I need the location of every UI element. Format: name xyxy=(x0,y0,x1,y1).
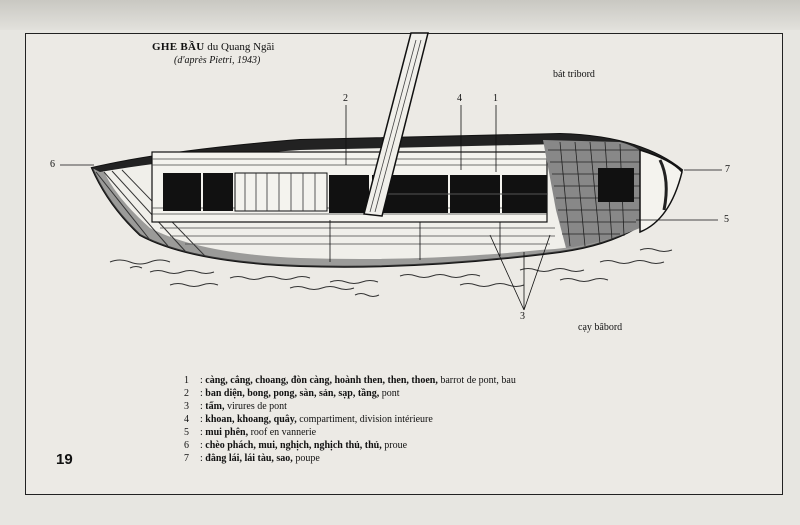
legend-row: 3: tấm, virures de pont xyxy=(184,401,287,412)
legend-row: 2: ban diện, bong, pong, sàn, sản, sạp, … xyxy=(184,388,400,399)
gunwale xyxy=(92,134,682,172)
figure-subtitle: (d'après Pietri, 1943) xyxy=(174,55,261,66)
port-label: cạy bâbord xyxy=(578,322,623,333)
callout-7: 7 xyxy=(725,164,730,175)
compartment-1 xyxy=(163,173,201,211)
figure-title: GHE BẦU du Quang Ngãi xyxy=(152,41,275,53)
stern xyxy=(639,148,683,234)
callout-3: 3 xyxy=(520,311,525,322)
compartment-3 xyxy=(329,175,369,213)
page-number: 19 xyxy=(56,451,73,468)
hull-ribs xyxy=(329,220,501,262)
legend-row: 5: mui phên, roof en vannerie xyxy=(184,427,317,438)
legend-row: 4: khoan, khoang, quây, compartiment, di… xyxy=(184,414,433,425)
callout-6: 6 xyxy=(50,159,55,170)
legend-row: 7: đằng lái, lái tàu, sao, poupe xyxy=(184,453,320,464)
starboard-label: bát tribord xyxy=(553,69,595,80)
callout-1: 1 xyxy=(493,93,498,104)
callout-2: 2 xyxy=(343,93,348,104)
callout-5: 5 xyxy=(724,214,729,225)
mast xyxy=(363,32,429,217)
title-main: GHE BẦU xyxy=(152,41,205,53)
legend-row: 1: càng, cẳng, choang, đòn càng, hoành t… xyxy=(184,375,516,386)
callout-4: 4 xyxy=(457,93,462,104)
roof-window xyxy=(598,168,634,202)
callout-lines xyxy=(60,105,722,311)
legend: 1: càng, cẳng, choang, đòn càng, hoành t… xyxy=(184,374,516,465)
compartment-2 xyxy=(203,173,233,211)
facing-page-edge xyxy=(0,0,800,30)
compartment-striped xyxy=(234,172,328,212)
title-rest: du Quang Ngãi xyxy=(207,41,275,53)
water-ripples xyxy=(109,248,673,297)
legend-row: 6: chèo phách, mui, nghịch, nghịch thủ, … xyxy=(184,440,408,451)
